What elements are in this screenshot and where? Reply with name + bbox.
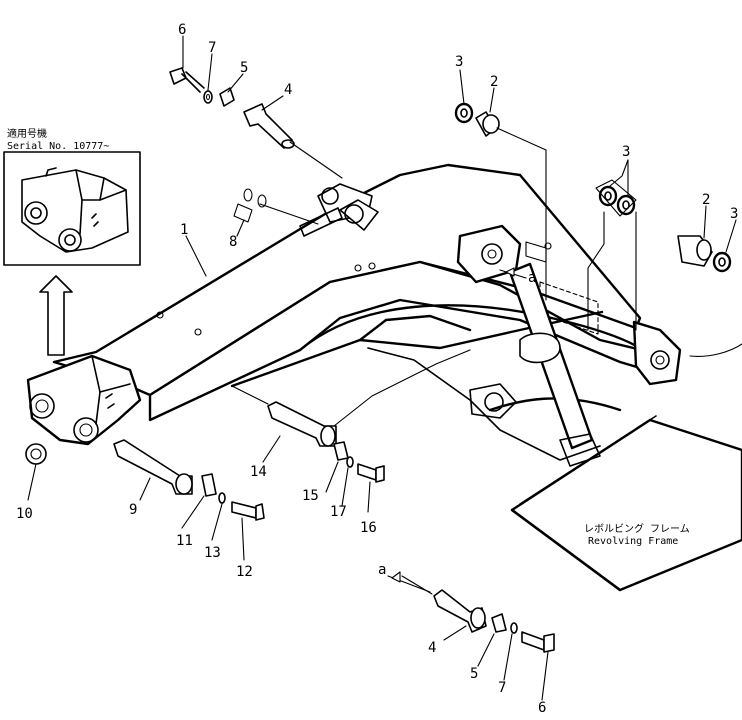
boom-body [52,163,682,422]
part-pin-9 [113,439,193,495]
callout-1: 1 [180,222,188,238]
callout-5-lower: 5 [470,666,478,682]
callout-6-lower: 6 [538,700,546,715]
view-a-upper: a [528,270,536,286]
callout-4-upper: 4 [284,82,292,98]
part-bushing-2-top [475,111,500,137]
part-seals-3-right [595,179,637,217]
leader-lines [27,35,737,701]
part-bolt-16 [357,463,385,483]
callout-3-far-right: 3 [730,206,738,222]
part-plate-5-lower [491,613,507,633]
part-washer-13 [218,492,226,504]
view-a-lower: a [378,562,386,578]
inset-serial-label: Serial No. 10777~ [7,141,109,152]
part-washer-17 [346,456,354,468]
view-arrow-up [39,275,73,356]
inset-boom-foot-drawing [21,167,129,253]
part-bolt-6-lower [521,631,555,653]
callouts: 6 7 5 4 1 8 3 2 3 2 3 10 9 11 13 12 14 1… [16,22,738,716]
boom-foot [26,354,142,446]
callout-3-right: 3 [622,144,630,160]
callout-11: 11 [176,533,193,549]
part-plate-15 [333,441,349,461]
part-washer-10 [25,443,47,465]
part-plate-11 [201,473,217,497]
callout-3-top: 3 [455,54,463,70]
part-bushing-2-right [677,235,713,267]
callout-16: 16 [360,520,377,536]
callout-8: 8 [229,234,237,250]
serial-inset: 適用号機 Serial No. 10777~ [3,127,141,266]
part-seal-3-far-right [712,251,732,273]
part-orings-8 [233,188,267,223]
callout-13: 13 [204,545,221,561]
part-plate-5-upper [219,87,235,107]
callout-9: 9 [129,502,137,518]
callout-15: 15 [302,488,319,504]
part-washer-7-lower [510,622,518,634]
callout-7-upper: 7 [208,40,216,56]
callout-6-upper: 6 [178,22,186,38]
callout-12: 12 [236,564,253,580]
revolving-frame: レボルビング フレーム Revolving Frame [230,262,742,592]
part-pin-4-lower [433,589,487,633]
inset-frame [3,151,141,266]
part-bolt-12 [231,501,265,521]
view-a-arrows: a a [378,267,536,593]
part-seal-3-top [454,102,474,124]
frame-label-en: Revolving Frame [588,536,678,547]
inset-applicable-label: 適用号機 [7,127,47,140]
callout-7-lower: 7 [498,680,506,696]
part-washer-7-upper [203,90,213,104]
callout-2-top: 2 [490,74,498,90]
part-pin-4-upper [243,103,295,149]
callout-17: 17 [330,504,347,520]
callout-5-upper: 5 [240,60,248,76]
callout-4-lower: 4 [428,640,436,656]
callout-14: 14 [250,464,267,480]
part-bolt-6-upper [169,67,205,93]
frame-label-jp: レボルビング フレーム [584,522,690,535]
callout-2-right: 2 [702,192,710,208]
callout-10: 10 [16,506,33,522]
